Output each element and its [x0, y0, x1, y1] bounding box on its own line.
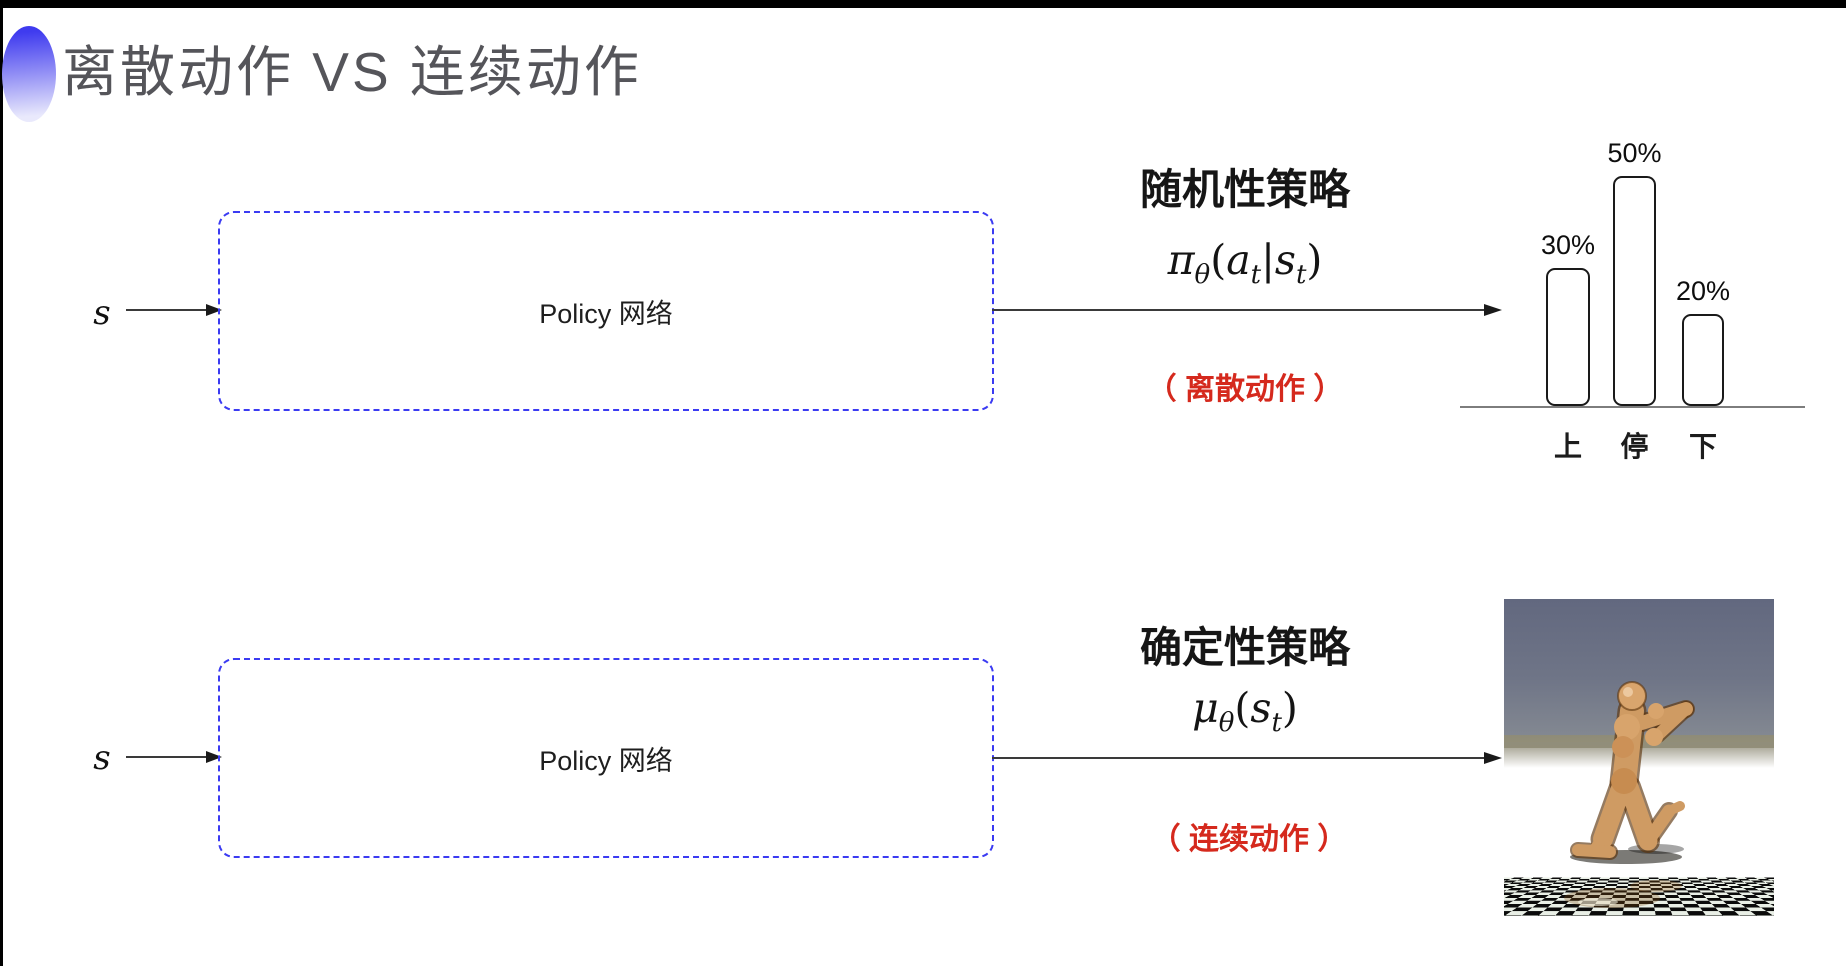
chart-category-label: 上	[1553, 431, 1582, 462]
stochastic-policy-heading: 随机性策略	[1139, 166, 1350, 213]
action-probability-bar-chart: 30% 上 50% 停 20% 下	[1455, 95, 1811, 475]
chart-bar-下	[1682, 314, 1724, 406]
chart-value-label: 50%	[1607, 138, 1662, 168]
humanoid-robot-image	[1504, 599, 1774, 916]
humanoid-robot-figure	[1564, 681, 1695, 908]
continuous-action-note: （ 连续动作 ）	[1150, 823, 1348, 856]
deterministic-policy-heading: 确定性策略	[1139, 624, 1350, 671]
formula-s-t-sub2: t	[1271, 708, 1282, 739]
arrow-state-to-policy-bottom	[126, 751, 222, 763]
discrete-action-note: （ 离散动作 ）	[1146, 373, 1344, 406]
policy-network-box-top: Policy 网络	[218, 211, 994, 411]
page-title: 离散动作 VS 连续动作	[62, 41, 642, 103]
formula-open-paren2: (	[1234, 684, 1251, 732]
chart-value-label: 30%	[1540, 230, 1596, 260]
formula-close-paren: )	[1306, 236, 1323, 284]
chart-bar-上	[1546, 268, 1590, 406]
arrow-policy-to-output-top	[992, 304, 1502, 316]
formula-mu: μ	[1192, 684, 1219, 732]
state-input-label-bottom: s	[93, 738, 111, 778]
title-bullet-decoration	[2, 26, 56, 122]
formula-s: s	[1274, 236, 1296, 284]
formula-s2: s	[1250, 684, 1272, 732]
chart-axis-line	[1460, 406, 1805, 408]
left-letterbox-bar	[0, 0, 3, 966]
formula-bar: |	[1261, 236, 1275, 284]
chart-bar-停	[1613, 176, 1656, 406]
top-letterbox-bar	[0, 0, 1846, 8]
arrow-state-to-policy-top	[126, 304, 222, 316]
deterministic-policy-formula: μθ(st)	[1045, 680, 1445, 736]
formula-close-paren2: )	[1281, 684, 1298, 732]
formula-a-t-sub: t	[1250, 260, 1262, 291]
formula-open-paren: (	[1210, 236, 1227, 284]
policy-network-label-bottom: Policy 网络	[539, 745, 673, 776]
chart-category-label: 停	[1620, 431, 1649, 462]
policy-network-label-top: Policy 网络	[539, 298, 673, 329]
formula-pi: π	[1167, 236, 1195, 284]
state-input-label-top: s	[93, 293, 111, 333]
chart-category-label: 下	[1688, 431, 1717, 462]
formula-theta-sub: θ	[1194, 260, 1211, 291]
formula-s-t-sub: t	[1295, 260, 1307, 291]
policy-network-box-bottom: Policy 网络	[218, 658, 994, 858]
arrow-policy-to-output-bottom	[992, 752, 1502, 764]
stochastic-policy-formula: πθ(at|st)	[1045, 232, 1445, 288]
formula-theta-sub2: θ	[1218, 708, 1235, 739]
chart-value-label: 20%	[1675, 276, 1731, 306]
formula-a: a	[1226, 236, 1251, 284]
